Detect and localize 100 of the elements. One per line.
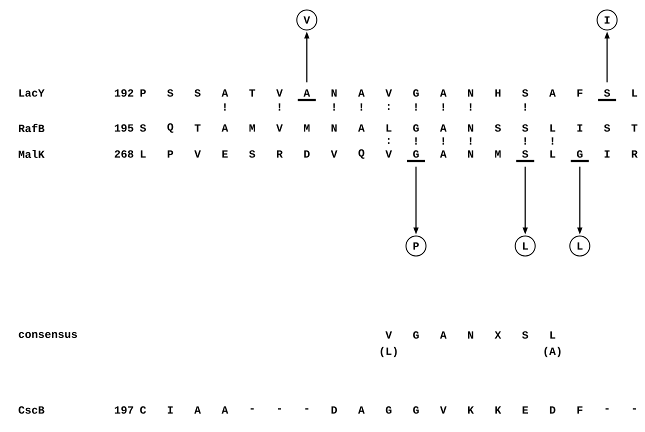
residue-letter: A	[222, 406, 228, 414]
match-mark: !	[224, 103, 226, 111]
residue-letter: V	[276, 89, 283, 97]
residue-letter: S	[194, 89, 201, 97]
residue-letter: T	[249, 89, 256, 97]
residue-letter: S	[522, 331, 528, 339]
residue-letter: -	[250, 408, 254, 410]
residue-letter: A	[194, 406, 201, 414]
residue-letter: V	[194, 150, 201, 158]
residue-letter: N	[468, 124, 474, 132]
residue-letter: G	[413, 406, 419, 414]
residue-letter: E	[222, 150, 228, 158]
position-number: 268	[114, 150, 134, 158]
residue-letter: T	[631, 124, 638, 132]
residue-letter: F	[577, 89, 582, 97]
match-mark: !	[442, 103, 444, 111]
residue-letter: S	[522, 124, 528, 132]
residue-letter: L	[140, 150, 146, 158]
residue-letter: A	[358, 406, 365, 414]
residue-letter: P	[168, 150, 174, 158]
residue-letter: L	[550, 331, 556, 339]
residue-letter: L	[550, 150, 556, 158]
match-mark: :	[388, 104, 390, 110]
underlined-residue: S	[598, 89, 616, 102]
underlined-residue: G	[407, 150, 425, 162]
residue-letter: L	[632, 89, 638, 97]
residue-letter: X	[494, 331, 502, 339]
residue-letter: A	[549, 89, 556, 97]
residue-letter: F	[577, 406, 582, 414]
underlined-residue: A	[298, 89, 316, 102]
residue-letter: N	[332, 89, 337, 97]
residue-letter: D	[550, 406, 556, 414]
residue-letter: I	[577, 124, 582, 132]
sequence-name: consensus	[18, 332, 77, 338]
match-mark: !	[278, 103, 280, 111]
residue-letter: N	[332, 124, 337, 132]
residue-letter: S	[249, 150, 256, 158]
residue-letter: (A)	[544, 346, 561, 358]
residue-letter: R	[632, 150, 638, 158]
underlined-residue: S	[516, 150, 534, 162]
residue-letter: A	[222, 124, 228, 132]
residue-letter: D	[304, 150, 310, 158]
sequence-name: MalK	[18, 150, 45, 158]
residue-letter: V	[330, 150, 338, 158]
residue-letter: A	[358, 124, 365, 132]
match-mark: !	[360, 103, 362, 111]
residue-letter: G	[386, 406, 392, 414]
residue-letter: N	[468, 331, 474, 339]
residue-letter: A	[440, 89, 447, 97]
match-mark: !	[470, 103, 472, 111]
residue-letter: S	[604, 124, 610, 132]
residue-letter: E	[522, 406, 528, 414]
residue-letter: C	[140, 406, 146, 414]
residue-letter: R	[276, 150, 283, 158]
residue-letter: V	[385, 89, 392, 97]
match-mark: :	[388, 138, 390, 144]
residue-letter: V	[385, 331, 392, 339]
match-mark: !	[552, 137, 554, 145]
residue-letter: I	[604, 150, 610, 158]
residue-letter: N	[468, 150, 474, 158]
sequence-name: CscB	[18, 406, 44, 414]
residue-letter: V	[385, 150, 392, 158]
residue-letter: (L)	[380, 346, 397, 358]
residue-letter: Q	[167, 123, 174, 133]
residue-letter: S	[494, 124, 501, 132]
sequence-name: RafB	[18, 124, 44, 132]
residue-letter: -	[606, 408, 609, 410]
residue-letter: I	[168, 406, 173, 414]
underlined-residue: G	[570, 150, 589, 162]
residue-letter: M	[304, 124, 310, 132]
sequence-name: LacY	[19, 89, 45, 97]
residue-letter: V	[440, 406, 447, 414]
residue-letter: N	[468, 89, 474, 97]
residue-letter: G	[413, 89, 419, 97]
residue-letter: T	[194, 124, 201, 132]
residue-letter: V	[276, 124, 283, 132]
residue-letter: D	[332, 406, 337, 414]
residue-letter: -	[632, 408, 636, 410]
residue-letter: K	[468, 406, 474, 414]
match-mark: !	[442, 137, 444, 145]
residue-letter: A	[440, 331, 447, 339]
match-mark: !	[470, 137, 472, 145]
residue-letter: S	[522, 89, 528, 97]
residue-letter: P	[140, 89, 146, 97]
residue-letter: L	[550, 124, 556, 132]
match-mark: !	[415, 103, 417, 111]
residue-letter: A	[358, 89, 365, 97]
residue-letter: M	[249, 124, 255, 132]
residue-letter: S	[140, 124, 146, 132]
match-mark: !	[333, 103, 335, 111]
residue-letter: A	[440, 150, 447, 158]
residue-letter: M	[495, 150, 501, 158]
residue-letter: H	[495, 89, 500, 97]
position-number: 195	[114, 124, 134, 132]
residue-letter: L	[386, 124, 392, 132]
match-mark: !	[524, 103, 526, 111]
residue-letter: G	[413, 124, 419, 132]
residue-letter: -	[278, 408, 282, 410]
residue-letter: K	[495, 406, 502, 414]
residue-letter: Q	[358, 149, 364, 159]
